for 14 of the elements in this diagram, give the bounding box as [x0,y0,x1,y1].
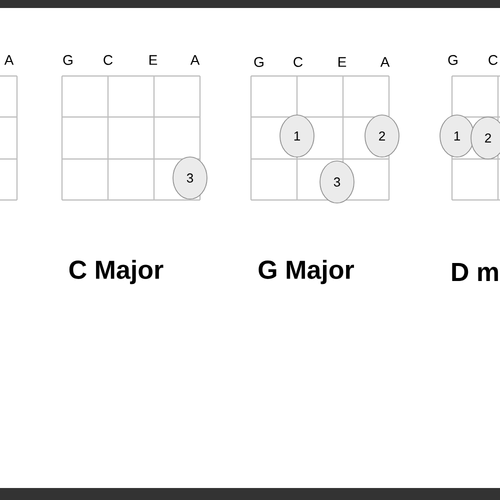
chord-name: G Major [258,260,354,284]
string-name: C [294,57,303,67]
string-name: G [254,57,264,67]
string-name: G [448,55,458,65]
string-name: C [488,55,498,65]
string-name: G [63,55,72,65]
string-name: A [190,55,200,65]
chord-name: D m [452,263,498,281]
string-name: A [380,57,390,67]
string-name: E [149,55,158,65]
string-name: E [338,57,346,67]
string-name: C [104,55,113,65]
string-name: A [4,55,14,65]
chord-name: C Major [69,260,164,284]
